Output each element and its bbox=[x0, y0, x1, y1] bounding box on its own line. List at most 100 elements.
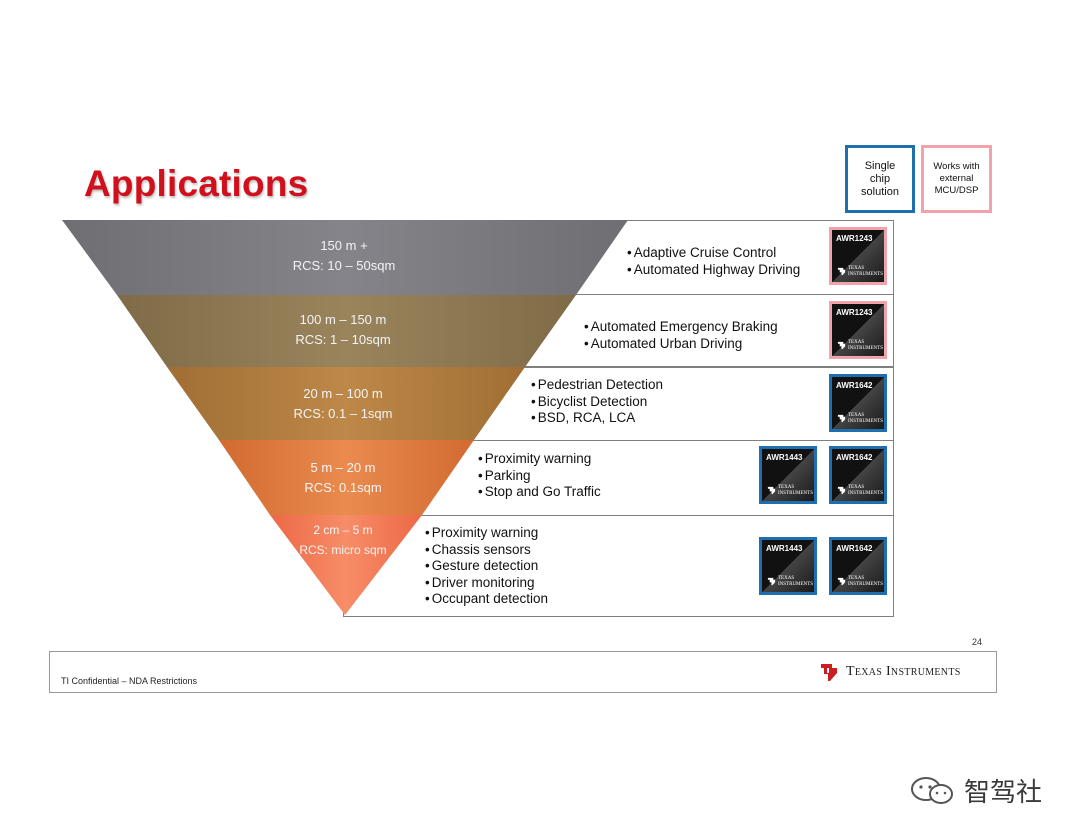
ti-logo-icon bbox=[837, 486, 846, 495]
chip-name: AWR1243 bbox=[836, 308, 873, 317]
application-item: Parking bbox=[478, 468, 601, 485]
tier-rcs: RCS: 10 – 50sqm bbox=[292, 258, 396, 273]
legend-external-line-1: Works with bbox=[933, 161, 980, 172]
pyramid-tier-2 bbox=[167, 367, 525, 440]
chip-logo-text-2: INSTRUMENTS bbox=[848, 491, 884, 496]
application-item: Bicyclist Detection bbox=[531, 394, 663, 411]
tier-range: 2 cm – 5 m bbox=[313, 523, 373, 537]
page-title: Applications bbox=[84, 163, 309, 204]
chip-name: AWR1443 bbox=[766, 453, 803, 462]
tier-range: 5 m – 20 m bbox=[310, 460, 376, 475]
ti-brand-name: Texas Instruments bbox=[846, 664, 961, 679]
application-item: Gesture detection bbox=[425, 558, 548, 575]
chip-logo-text-1: TEXAS bbox=[848, 576, 865, 581]
chip-logo-text-2: INSTRUMENTS bbox=[848, 346, 884, 351]
application-item: Chassis sensors bbox=[425, 542, 548, 559]
chip-logo-text-2: INSTRUMENTS bbox=[848, 419, 884, 424]
ti-logo-icon bbox=[837, 267, 846, 276]
chip-logo-text-1: TEXAS bbox=[848, 340, 865, 345]
chip-name: AWR1443 bbox=[766, 544, 803, 553]
application-item: Adaptive Cruise Control bbox=[627, 245, 800, 262]
tier-label-3: 5 m – 20 m RCS: 0.1sqm bbox=[233, 458, 453, 498]
application-item: Proximity warning bbox=[478, 451, 601, 468]
application-item: Driver monitoring bbox=[425, 575, 548, 592]
ti-logo-icon bbox=[837, 577, 846, 586]
pyramid-tier-0 bbox=[62, 220, 628, 295]
application-item: Automated Highway Driving bbox=[627, 262, 801, 279]
tier-2-applications: Pedestrian Detection Bicyclist Detection… bbox=[531, 377, 663, 427]
tier-range: 150 m + bbox=[320, 238, 368, 253]
chip-logo-text-2: INSTRUMENTS bbox=[778, 582, 814, 587]
tier-3-applications: Proximity warning Parking Stop and Go Tr… bbox=[478, 451, 601, 501]
application-item: Proximity warning bbox=[425, 525, 548, 542]
chip-logo-text-1: TEXAS bbox=[778, 485, 795, 490]
ti-logo-icon bbox=[837, 341, 846, 350]
wechat-icon bbox=[911, 776, 953, 804]
pyramid-tier-4 bbox=[270, 515, 422, 615]
application-item: BSD, RCA, LCA bbox=[531, 410, 663, 427]
tier-label-1: 100 m – 150 m RCS: 1 – 10sqm bbox=[233, 310, 453, 350]
chip-name: AWR1243 bbox=[836, 234, 873, 243]
application-item: Pedestrian Detection bbox=[531, 377, 663, 394]
tier-1-applications: Automated Emergency Braking Automated Ur… bbox=[584, 319, 778, 352]
application-item: Automated Urban Driving bbox=[584, 336, 778, 353]
confidential-notice: TI Confidential – NDA Restrictions bbox=[61, 676, 198, 686]
ti-logo-icon bbox=[767, 486, 776, 495]
tier-rcs: RCS: micro sqm bbox=[299, 543, 387, 557]
slide-footer: TI Confidential – NDA Restrictions bbox=[49, 651, 997, 693]
chip-logo-text-1: TEXAS bbox=[778, 576, 795, 581]
chip-name: AWR1642 bbox=[836, 453, 873, 462]
legend-single-line-3: solution bbox=[861, 185, 899, 198]
chip-logo-text-1: TEXAS bbox=[848, 266, 865, 271]
tier-range: 20 m – 100 m bbox=[303, 386, 383, 401]
application-item: Occupant detection bbox=[425, 591, 548, 608]
legend-external-mcu: Works with external MCU/DSP bbox=[921, 145, 992, 213]
pyramid-tier-3 bbox=[219, 440, 474, 515]
chip-name: AWR1642 bbox=[836, 381, 873, 390]
ti-logo-icon bbox=[767, 577, 776, 586]
chip-logo-text-1: TEXAS bbox=[848, 413, 865, 418]
chip-name: AWR1642 bbox=[836, 544, 873, 553]
ti-logo-icon bbox=[821, 664, 837, 681]
legend-single-line-2: chip bbox=[869, 172, 891, 185]
watermark-text: 智驾社 bbox=[964, 778, 1043, 808]
pyramid-tier-1 bbox=[117, 295, 576, 367]
tier-rcs: RCS: 0.1sqm bbox=[304, 480, 382, 495]
legend-single-chip: Single chip solution bbox=[845, 145, 915, 213]
tier-4-applications: Proximity warning Chassis sensors Gestur… bbox=[425, 525, 548, 608]
application-item: Automated Emergency Braking bbox=[584, 319, 778, 336]
tier-label-2: 20 m – 100 m RCS: 0.1 – 1sqm bbox=[233, 384, 453, 424]
ti-brand-logo: Texas Instruments bbox=[818, 660, 961, 684]
ti-logo-icon bbox=[837, 414, 846, 423]
legend-single-line-1: Single bbox=[864, 159, 896, 172]
legend-external-line-3: MCU/DSP bbox=[934, 185, 979, 196]
legend-external-line-2: external bbox=[939, 173, 974, 184]
wechat-watermark: 智驾社 bbox=[908, 772, 1042, 809]
tier-rcs: RCS: 0.1 – 1sqm bbox=[293, 406, 393, 421]
chip-logo-text-2: INSTRUMENTS bbox=[778, 491, 814, 496]
tier-label-4: 2 cm – 5 m RCS: micro sqm bbox=[233, 520, 453, 560]
page-number: 24 bbox=[972, 637, 983, 647]
chip-logo-text-2: INSTRUMENTS bbox=[848, 272, 884, 277]
chip-logo-text-1: TEXAS bbox=[848, 485, 865, 490]
application-item: Stop and Go Traffic bbox=[478, 484, 601, 501]
tier-range: 100 m – 150 m bbox=[299, 312, 387, 327]
tier-rcs: RCS: 1 – 10sqm bbox=[295, 332, 391, 347]
tier-0-applications: Adaptive Cruise Control Automated Highwa… bbox=[627, 245, 801, 279]
tier-label-0: 150 m + RCS: 10 – 50sqm bbox=[234, 236, 454, 276]
